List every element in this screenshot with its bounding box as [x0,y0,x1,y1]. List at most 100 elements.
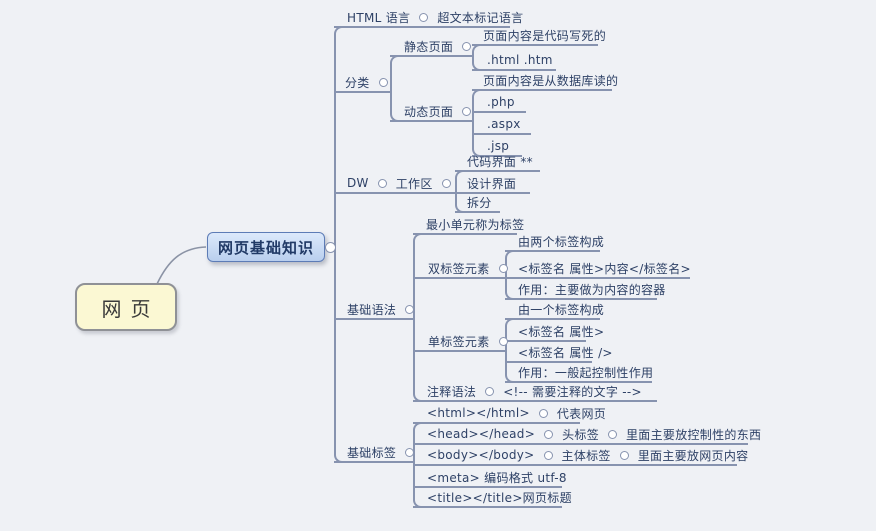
topic-single-form2[interactable]: <标签名 属性 /> [518,344,613,360]
topic-head-tag[interactable]: <head></head> 头标签 里面主要放控制性的东西 [427,426,761,442]
topic-title-tag[interactable]: <title></title>网页标题 [427,489,572,505]
connector-line [472,133,531,135]
collapse-handle-icon[interactable] [498,336,508,346]
topic-single-tag[interactable]: 单标签元素 [428,333,517,349]
topic-label: 作用：一般起控制性作用 [518,365,654,380]
connector-line [505,381,652,383]
topic-label: 基础标签 [347,445,397,460]
collapse-handle-icon[interactable] [619,450,629,460]
connector-line [413,506,562,508]
topic-html-tag[interactable]: <html></html> 代表网页 [427,405,606,421]
topic-label: 分类 [345,75,370,90]
topic-split-view[interactable]: 拆分 [467,194,492,210]
connector-line [413,422,580,424]
collapse-handle-icon[interactable] [325,242,336,253]
connector-line [472,111,526,113]
connector-line [334,192,457,194]
topic-label: 双标签元素 [428,261,490,276]
connector-line [455,211,500,213]
topic-code-view[interactable]: 代码界面 ** [467,153,533,169]
topic-design-view[interactable]: 设计界面 [467,175,516,191]
connector-line [472,44,598,46]
collapse-handle-icon[interactable] [405,447,415,457]
topic-label: 页面内容是从数据库读的 [483,73,619,88]
root-topic[interactable]: 网页 [75,283,177,331]
connector-line [390,55,473,57]
topic-label: 动态页面 [404,104,454,119]
root-topic-label: 网页 [101,296,160,321]
topic-html-language[interactable]: HTML 语言 超文本标记语言 [347,9,523,25]
topic-label: 单标签元素 [428,334,490,349]
topic-ext-php[interactable]: .php [487,94,515,110]
topic-label: 作用：主要做为内容的容器 [518,282,666,297]
collapse-handle-icon[interactable] [419,12,429,22]
main-topic[interactable]: 网页基础知识 [207,232,325,262]
topic-min-unit[interactable]: 最小单元称为标签 [426,216,524,232]
topic-label: .aspx [487,117,521,131]
topic-body-tag[interactable]: <body></body> 主体标签 里面主要放网页内容 [427,447,748,463]
topic-label: 代码界面 ** [467,154,533,169]
topic-single-form1[interactable]: <标签名 属性> [518,323,604,339]
topic-dynamic-page[interactable]: 动态页面 [404,103,480,119]
topic-static-extensions[interactable]: .html .htm [487,52,553,68]
collapse-handle-icon[interactable] [543,450,553,460]
connector-line [505,318,600,320]
topic-note: 工作区 [395,176,433,191]
collapse-handle-icon[interactable] [608,429,617,439]
connector-line [390,120,473,122]
topic-label: <title></title>网页标题 [427,490,572,505]
topic-comment-syntax[interactable]: 注释语法 <!-- 需要注释的文字 --> [427,383,642,399]
topic-ext-jsp[interactable]: .jsp [487,138,509,154]
topic-static-desc[interactable]: 页面内容是代码写死的 [483,27,606,43]
topic-label: 由一个标签构成 [518,302,605,317]
connector-line [334,91,392,93]
topic-double-tag[interactable]: 双标签元素 [428,260,517,276]
collapse-handle-icon[interactable] [462,41,472,51]
topic-label: <标签名 属性 /> [518,345,613,360]
connector-line [472,89,612,91]
collapse-handle-icon[interactable] [538,408,548,418]
topic-note: 超文本标记语言 [437,10,524,25]
topic-label: <标签名 属性>内容</标签名> [518,261,691,276]
collapse-handle-icon[interactable] [544,429,554,439]
topic-meta-tag[interactable]: <meta> 编码格式 utf-8 [427,469,567,485]
topic-label: .jsp [487,139,510,153]
collapse-handle-icon[interactable] [441,178,451,188]
topic-single-purpose[interactable]: 作用：一般起控制性作用 [518,364,653,380]
connector-line [334,461,415,463]
collapse-handle-icon[interactable] [498,263,508,273]
topic-label: 拆分 [467,195,492,210]
topic-basic-tags[interactable]: 基础标签 [347,444,423,460]
topic-static-page[interactable]: 静态页面 [404,38,480,54]
topic-label: <body></body> [427,448,535,462]
topic-label: 设计界面 [467,176,517,191]
topic-dynamic-desc[interactable]: 页面内容是从数据库读的 [483,72,618,88]
topic-double-form[interactable]: <标签名 属性>内容</标签名> [518,260,691,276]
connector-line [505,340,586,342]
connector-line [413,350,507,352]
topic-label: 基础语法 [347,302,397,317]
collapse-handle-icon[interactable] [462,106,472,116]
collapse-handle-icon[interactable] [405,304,415,314]
collapse-handle-icon[interactable] [485,386,495,396]
topic-category[interactable]: 分类 [345,74,397,90]
connector-line [413,464,737,466]
connector-line [505,250,600,252]
topic-dw-workspace[interactable]: DW 工作区 [347,175,460,191]
topic-single-made-of[interactable]: 由一个标签构成 [518,301,604,317]
collapse-handle-icon[interactable] [378,77,388,87]
connector-line [505,298,657,300]
topic-detail: 里面主要放控制性的东西 [626,427,762,442]
topic-basic-syntax[interactable]: 基础语法 [347,301,423,317]
topic-double-purpose[interactable]: 作用：主要做为内容的容器 [518,281,666,297]
connector-line [413,486,562,488]
topic-label: <head></head> [427,427,536,441]
topic-label: <meta> 编码格式 utf-8 [427,470,567,485]
connector-line [334,318,415,320]
topic-ext-aspx[interactable]: .aspx [487,116,521,132]
topic-note: <!-- 需要注释的文字 --> [503,384,642,399]
topic-double-made-of[interactable]: 由两个标签构成 [518,233,604,249]
topic-label: <标签名 属性> [518,324,605,339]
collapse-handle-icon[interactable] [377,178,387,188]
connector-line [455,192,530,194]
